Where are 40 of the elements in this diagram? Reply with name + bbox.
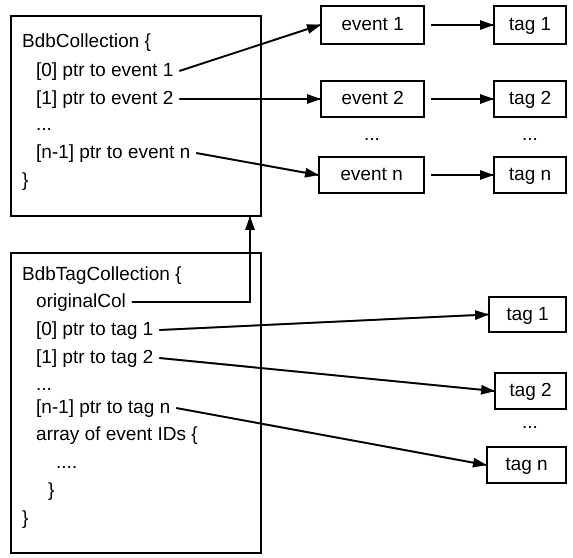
code-text: [1] ptr to tag 2 [36,347,154,369]
code-text: ... [36,374,52,396]
arrow [159,357,495,395]
code-text: array of event IDs { [36,424,198,446]
arrow [176,407,487,468]
struct-box [10,252,262,554]
arrow [431,20,494,30]
tag-box: tag 1 [493,5,567,45]
tag-box: tag n [486,446,567,484]
tag-box: tag n [493,156,567,194]
code-text: originalCol [36,291,126,313]
arrow [196,152,319,178]
ellipsis-text: ... [522,412,538,434]
code-text: .... [56,452,78,474]
tag-box: tag 2 [493,80,567,118]
event-box: event 1 [320,5,425,45]
event-box: event 2 [320,80,425,118]
arrow [431,170,494,180]
event-box: event n [318,156,425,194]
ellipsis-text: ... [364,124,380,146]
code-text: ... [36,114,52,136]
tag-box: tag 1 [488,296,567,333]
arrow [159,310,489,331]
code-text: [0] ptr to event 1 [36,60,174,82]
code-text: } [22,508,28,530]
ellipsis-text: ... [522,124,538,146]
code-text: [n-1] ptr to tag n [36,397,170,419]
code-text: [0] ptr to tag 1 [36,319,154,341]
arrow [132,216,255,303]
code-text: } [22,170,28,192]
code-text: [n-1] ptr to event n [36,142,190,164]
tag-box: tag 2 [494,372,567,410]
code-text: } [48,480,54,502]
code-text: BdbCollection { [22,31,151,53]
struct-box [10,15,262,217]
arrow [179,24,321,72]
arrow [431,94,494,104]
code-text: BdbTagCollection { [22,264,182,286]
arrow [179,94,321,104]
code-text: [1] ptr to event 2 [36,88,174,110]
